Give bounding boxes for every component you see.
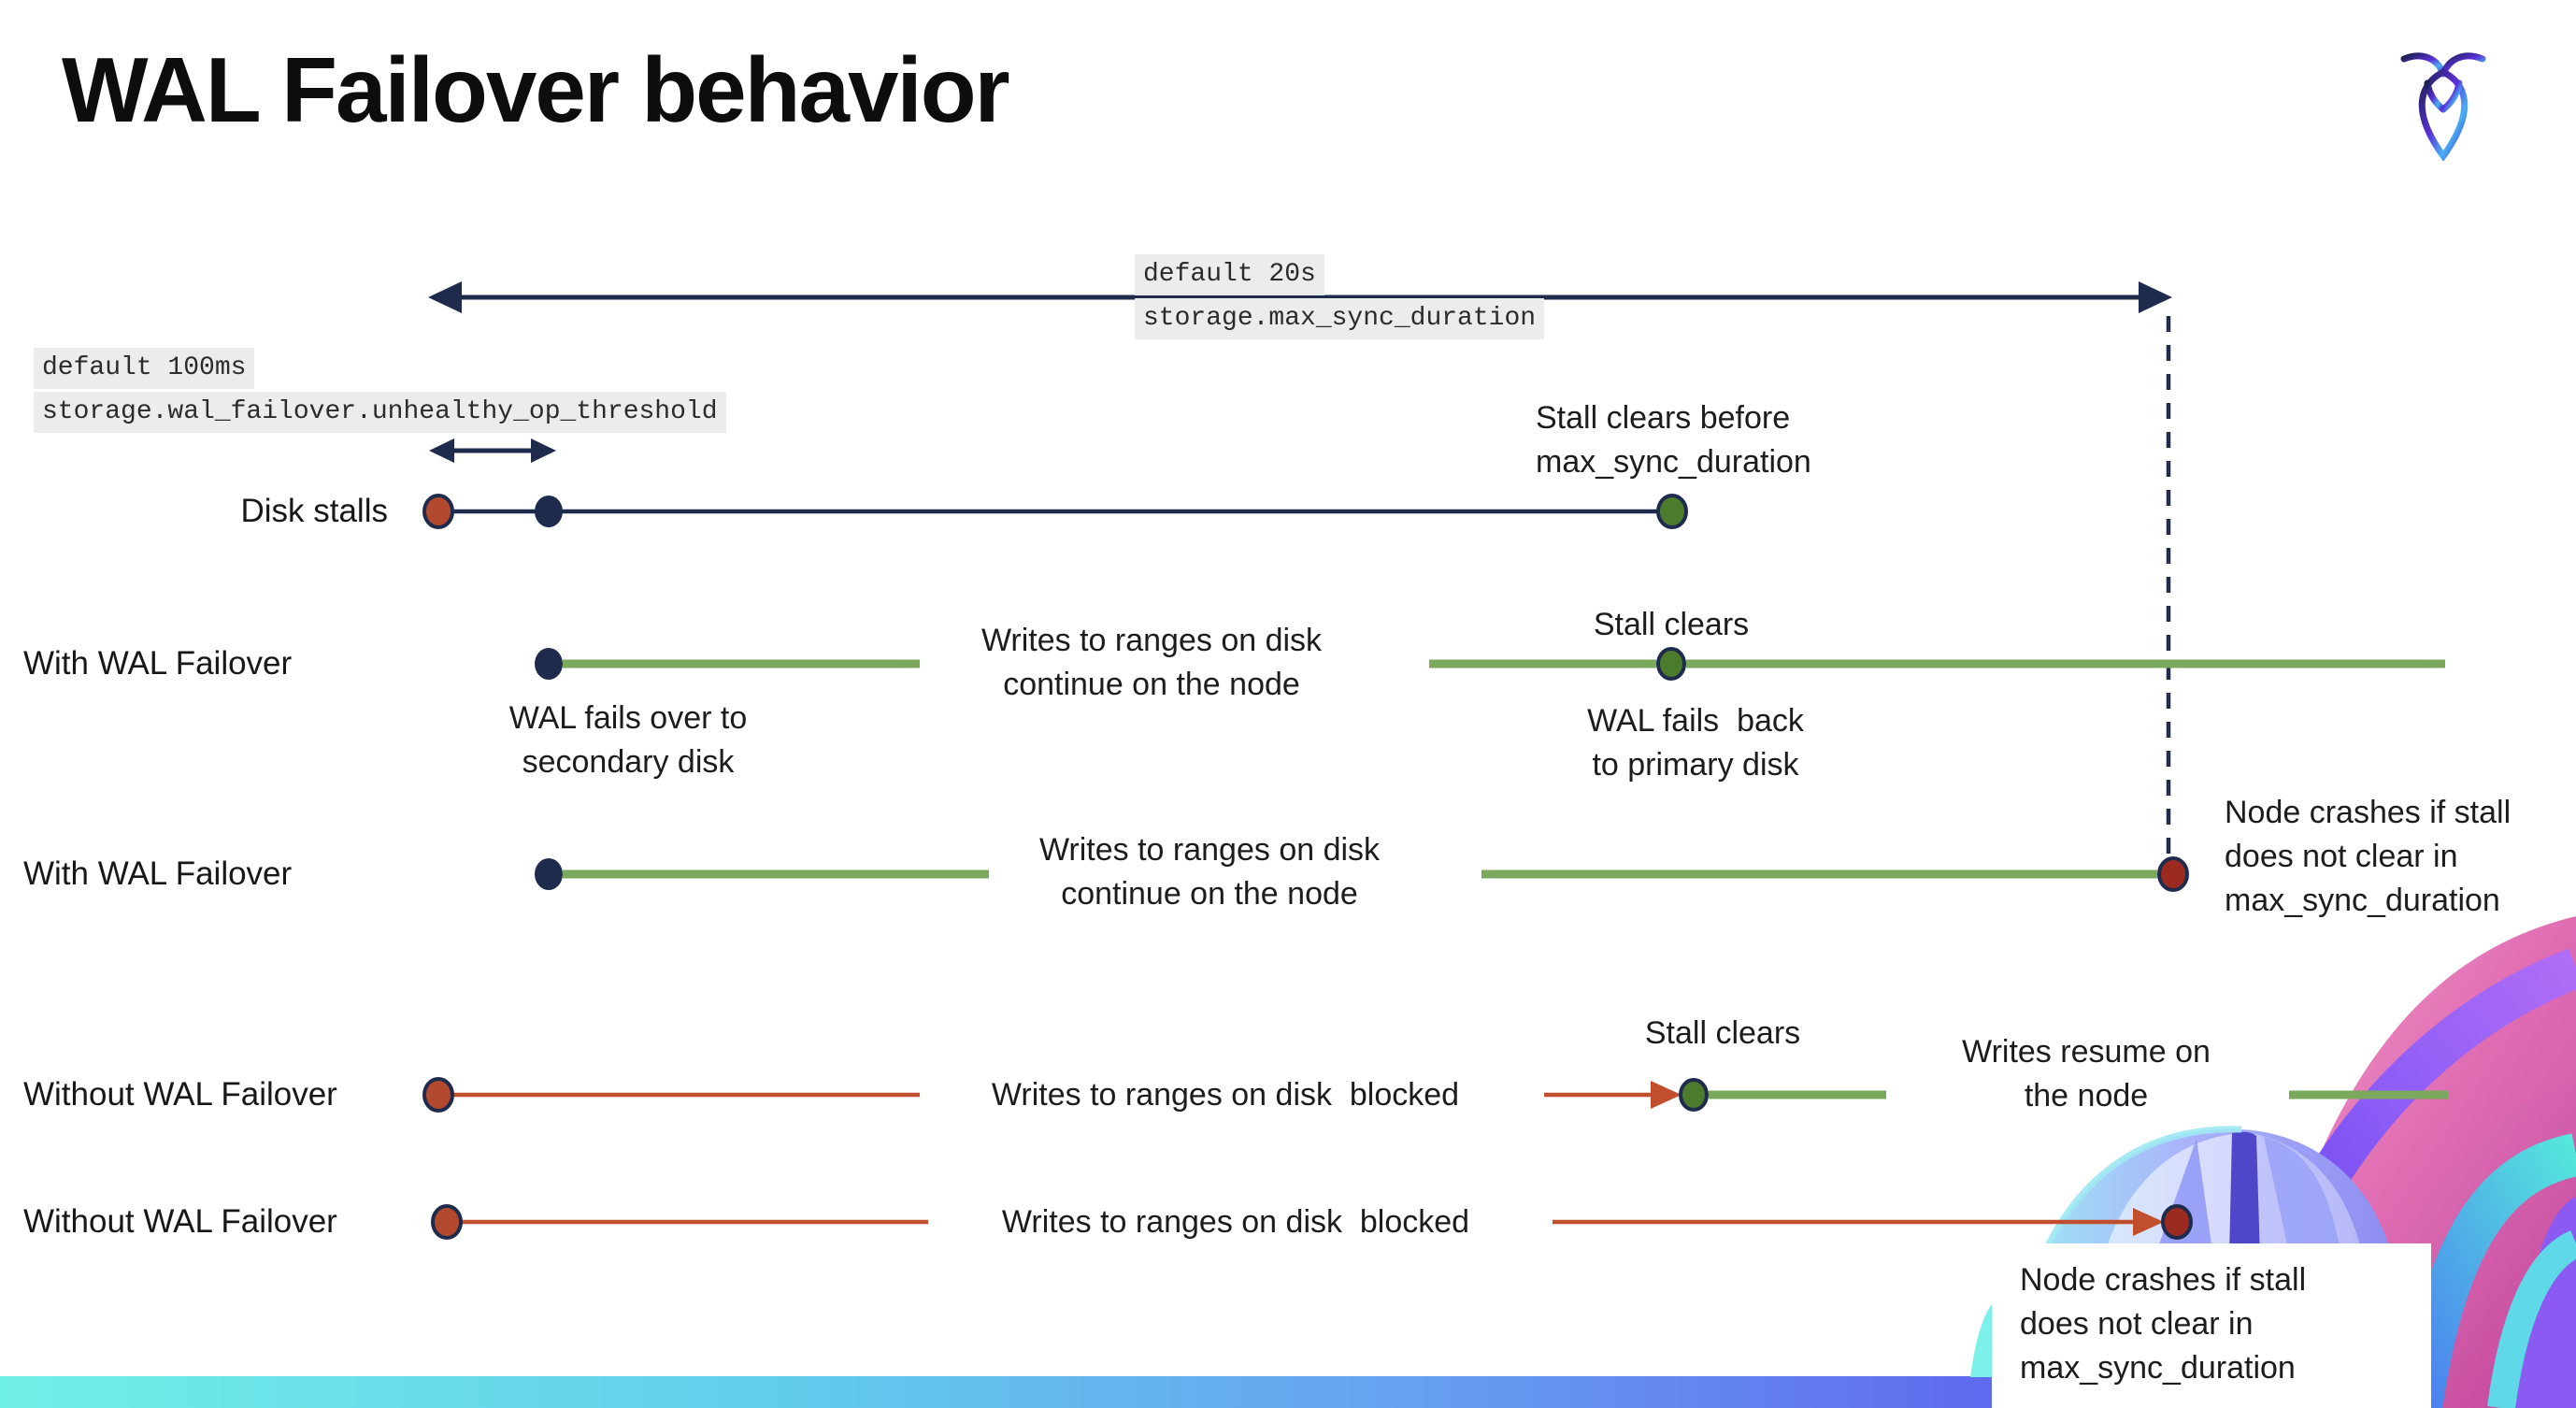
row-with-wal-failover-2-timeline [535, 856, 2189, 892]
max-sync-duration-label: default 20s storage.max_sync_duration [1135, 254, 1545, 342]
row-disk-stalls-timeline [422, 494, 1688, 529]
stall-clears-before-callout: Stall clears before max_sync_duration [1536, 400, 1811, 480]
wal-fails-back-callout: WAL fails back to primary disk [1587, 703, 1804, 783]
stall-clears-callout-row4: Stall clears [1644, 1015, 1801, 1051]
default-value: default 100ms [34, 348, 255, 389]
default-value: default 20s [1135, 254, 1324, 295]
writes-continue-callout-row3: Writes to ranges on disk continue on the… [1038, 832, 1381, 912]
node-crashes-text-row5: Node crashes if stall does not clear in … [2020, 1262, 2307, 1386]
setting-name: storage.wal_failover.unhealthy_op_thresh… [34, 392, 726, 433]
cockroachdb-logo-icon [2400, 52, 2486, 161]
failover-dot [535, 648, 563, 680]
threshold-dot [535, 496, 563, 527]
row-label-disk-stalls: Disk stalls [240, 493, 388, 529]
red-arrowhead [2133, 1208, 2164, 1236]
stall-clears-callout-row2: Stall clears [1593, 607, 1750, 642]
stall-clears-dot [1656, 647, 1686, 681]
row-with-wal-failover-1-timeline [535, 647, 2445, 681]
wal-fails-over-callout: WAL fails over to secondary disk [508, 700, 748, 780]
node-crash-callout-box: Node crashes if stall does not clear in … [1992, 1243, 2431, 1408]
failover-dot [535, 858, 563, 890]
stall-clears-dot [1656, 494, 1688, 529]
node-crashes-callout-row3: Node crashes if stall does not clear in … [2225, 795, 2512, 918]
setting-name: storage.max_sync_duration [1135, 298, 1545, 339]
stall-clears-dot [1679, 1078, 1709, 1112]
page-title: WAL Failover behavior [62, 38, 1010, 141]
writes-blocked-callout-row4: Writes to ranges on disk blocked [991, 1077, 1460, 1113]
row-without-wal-failover-2-timeline [431, 1204, 2193, 1240]
node-crash-dot [2157, 856, 2189, 892]
row-label-without-wal-failover-1: Without WAL Failover [23, 1076, 337, 1113]
stall-start-dot [422, 494, 454, 529]
max-sync-duration-arrow [428, 281, 2172, 313]
writes-continue-callout-row2: Writes to ranges on disk continue on the… [980, 623, 1323, 702]
stall-start-dot [422, 1077, 454, 1113]
row-label-without-wal-failover-2: Without WAL Failover [23, 1203, 337, 1240]
unhealthy-op-threshold-arrow [429, 438, 556, 463]
node-crash-dot [2161, 1204, 2193, 1240]
stall-start-dot [431, 1204, 463, 1240]
row-without-wal-failover-1-timeline [422, 1077, 2448, 1113]
writes-blocked-callout-row5: Writes to ranges on disk blocked [1001, 1204, 1470, 1240]
unhealthy-op-threshold-label: default 100ms storage.wal_failover.unhea… [34, 348, 726, 436]
red-arrowhead [1651, 1081, 1682, 1109]
row-label-with-wal-failover-1: With WAL Failover [23, 645, 293, 682]
writes-resume-callout: Writes resume on the node [1962, 1034, 2211, 1113]
row-label-with-wal-failover-2: With WAL Failover [23, 855, 293, 892]
